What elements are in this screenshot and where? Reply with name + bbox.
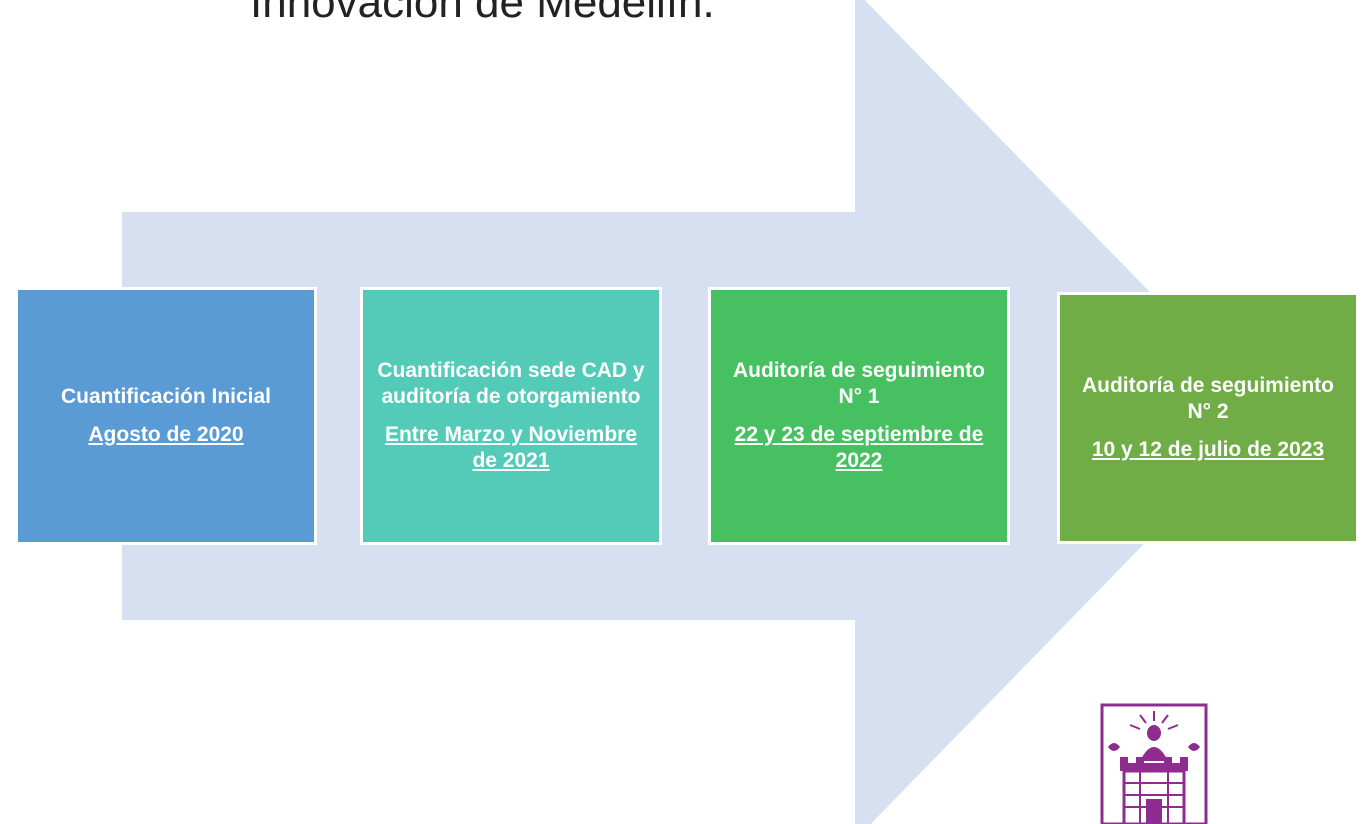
timeline-step-3: Auditoría de seguimiento N° 1 22 y 23 de…: [708, 287, 1010, 545]
step-title: Auditoría de seguimiento N° 2: [1081, 374, 1335, 423]
step-title: Cuantificación sede CAD y auditoría de o…: [377, 359, 645, 408]
step-date: 22 y 23 de septiembre de 2022: [734, 423, 984, 472]
timeline-step-4: Auditoría de seguimiento N° 2 10 y 12 de…: [1057, 292, 1359, 544]
step-date: Entre Marzo y Noviembre de 2021: [384, 423, 638, 472]
step-title: Auditoría de seguimiento N° 1: [732, 359, 986, 408]
step-title: Cuantificación Inicial: [60, 385, 272, 408]
step-date: 10 y 12 de julio de 2023: [1091, 438, 1325, 461]
tower-seal-icon: [1100, 703, 1208, 824]
arrow-shape: [122, 0, 1270, 824]
step-date: Agosto de 2020: [88, 423, 244, 446]
timeline-step-1: Cuantificación Inicial Agosto de 2020: [15, 287, 317, 545]
page-heading: Innovación de Medellín.: [250, 0, 715, 27]
timeline-step-2: Cuantificación sede CAD y auditoría de o…: [360, 287, 662, 545]
